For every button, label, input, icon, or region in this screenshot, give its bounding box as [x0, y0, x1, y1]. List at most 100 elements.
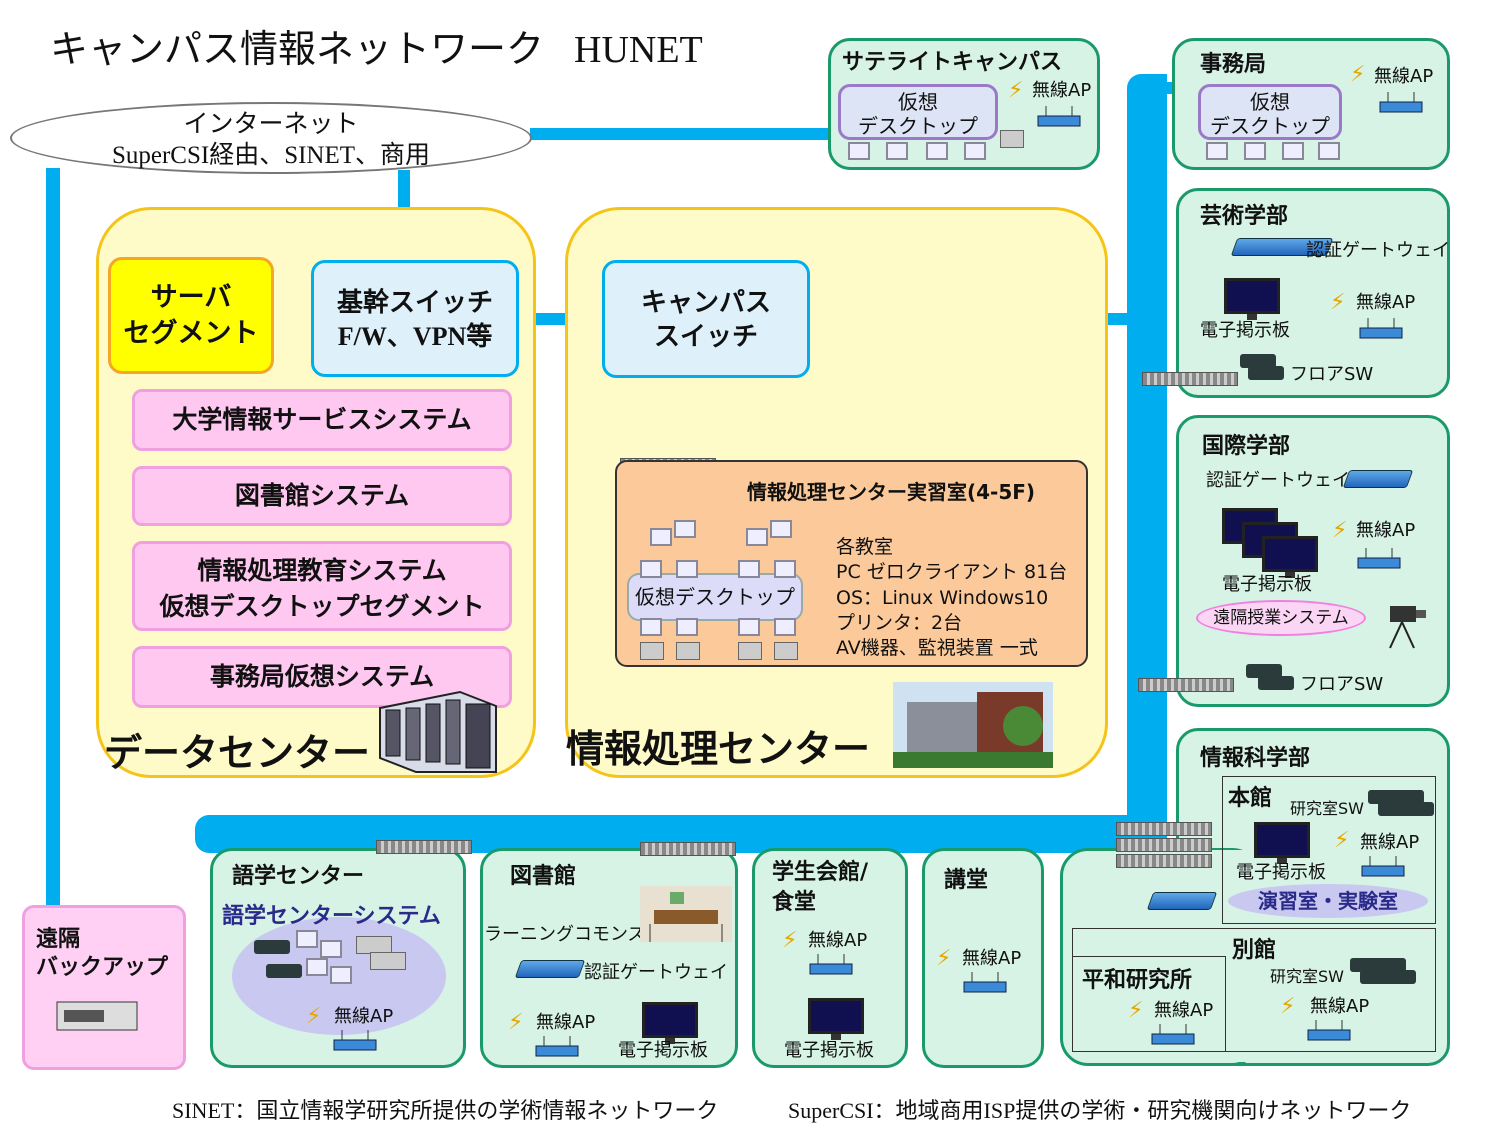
link-internet-backup — [46, 168, 60, 908]
library-ap-label: 無線AP — [536, 1012, 596, 1033]
annex-ap-label: 無線AP — [1310, 996, 1370, 1017]
system-education: 情報処理教育システム 仮想デスクトップセグメント — [132, 541, 512, 631]
pc-icon — [640, 618, 662, 636]
vd-line2: デスクトップ — [1210, 114, 1330, 138]
infosci-switch-icon — [1116, 838, 1212, 852]
lab-switch-icon — [1368, 790, 1424, 804]
digital-signage-icon — [1254, 822, 1310, 864]
printer-icon — [1000, 130, 1024, 148]
wireless-signal-icon: ⚡ — [306, 1004, 322, 1029]
campus-switch-line2: スイッチ — [653, 322, 758, 352]
wireless-signal-icon: ⚡ — [1332, 518, 1348, 543]
server-segment-line2: セグメント — [123, 318, 259, 349]
library-switch-icon — [640, 842, 736, 856]
office-title: 事務局 — [1200, 52, 1267, 77]
wireless-ap-icon — [1150, 1024, 1196, 1046]
lang-ap-label: 無線AP — [334, 1006, 394, 1027]
printer-icon — [676, 642, 700, 660]
lab-spec-printer: プリンタ：2台 — [836, 612, 963, 634]
lab-spec-av: AV機器、監視装置 一式 — [836, 637, 1038, 659]
lab-spec-os: OS：Linux Windows10 — [836, 587, 1049, 609]
vd-line1: 仮想 — [1250, 90, 1290, 114]
intl-title: 国際学部 — [1202, 434, 1291, 459]
lang-switch-icon — [376, 840, 472, 854]
campus-switch: キャンパス スイッチ — [602, 260, 810, 378]
art-switch-icon — [1142, 372, 1238, 386]
floor-switch-icon — [266, 964, 302, 978]
remote-backup-box — [22, 905, 186, 1070]
core-switch-line1: 基幹スイッチ — [336, 288, 493, 318]
library-title: 図書館 — [510, 864, 577, 889]
annex-labsw-label: 研究室SW — [1270, 967, 1344, 986]
digital-signage-icon — [808, 998, 864, 1040]
pc-icon — [774, 618, 796, 636]
info-center-label: 情報処理センター — [566, 727, 871, 771]
pc-icon — [738, 618, 760, 636]
lab-spec-rooms: 各教室 — [836, 536, 894, 558]
hall-title: 講堂 — [944, 868, 989, 893]
system-university-info: 大学情報サービスシステム — [132, 389, 512, 451]
intl-board-label: 電子掲示板 — [1222, 574, 1312, 595]
lab-virtual-desktop: 仮想デスクトップ — [627, 573, 803, 621]
library-gw-label: 認証ゲートウェイ — [584, 962, 728, 983]
pc-icon — [1244, 142, 1266, 160]
student-title-line1: 学生会館/ — [772, 860, 869, 885]
main-board-label: 電子掲示板 — [1236, 862, 1326, 883]
intl-floorsw-label: フロアSW — [1300, 674, 1384, 695]
learning-commons-photo — [640, 886, 732, 942]
wireless-ap-icon — [962, 972, 1008, 994]
system-education-line2: 仮想デスクトップセグメント — [159, 592, 485, 621]
wireless-signal-icon: ⚡ — [1334, 828, 1350, 853]
annex-title: 別館 — [1232, 938, 1277, 963]
student-board-label: 電子掲示板 — [784, 1040, 874, 1061]
lab-spec-pc: PC ゼロクライアント 81台 — [836, 561, 1068, 583]
title-jp: キャンパス情報ネットワーク — [50, 27, 545, 71]
intl-gw-label: 認証ゲートウェイ — [1206, 470, 1350, 491]
printer-icon — [738, 642, 762, 660]
server-icon — [370, 952, 406, 970]
art-title: 芸術学部 — [1200, 204, 1289, 229]
main-building-title: 本館 — [1228, 786, 1273, 811]
lab-switch-icon — [1350, 958, 1406, 972]
infosci-switch-icon — [1116, 822, 1212, 836]
infosci-title: 情報科学部 — [1200, 746, 1311, 771]
main-ap-label: 無線AP — [1360, 832, 1420, 853]
wireless-signal-icon: ⚡ — [1330, 290, 1346, 315]
wireless-ap-icon — [808, 954, 854, 976]
printer-icon — [774, 642, 798, 660]
peace-institute-frame — [1072, 956, 1226, 1052]
east-backbone — [1127, 74, 1167, 844]
server-segment: サーバ セグメント — [108, 257, 274, 374]
auth-gateway-icon — [514, 960, 586, 978]
link-internet-satellite — [530, 128, 830, 140]
system-library: 図書館システム — [132, 466, 512, 526]
satellite-title: サテライトキャンパス — [842, 50, 1063, 75]
pc-icon — [320, 940, 342, 958]
pc-icon — [774, 560, 796, 578]
vd-line1: 仮想 — [898, 90, 938, 114]
backup-server-icon — [56, 1001, 138, 1031]
pc-icon — [330, 966, 352, 984]
pc-icon — [886, 142, 908, 160]
remote-lecture-system: 遠隔授業システム — [1196, 600, 1366, 636]
internet-providers: SuperCSI経由、SINET、商用 — [111, 142, 431, 169]
title-en: HUNET — [574, 29, 703, 71]
floor-switch-icon — [1246, 664, 1282, 678]
wireless-signal-icon: ⚡ — [1128, 998, 1144, 1023]
core-switch: 基幹スイッチ F/W、VPN等 — [311, 260, 519, 377]
pc-icon — [926, 142, 948, 160]
wireless-signal-icon: ⚡ — [782, 928, 798, 953]
pc-icon — [1318, 142, 1340, 160]
digital-signage-icon — [1224, 278, 1280, 320]
wireless-signal-icon: ⚡ — [1350, 62, 1366, 87]
hall-ap-label: 無線AP — [962, 948, 1022, 969]
pc-icon — [640, 560, 662, 578]
lab-switch-icon — [1360, 970, 1416, 984]
backup-line1: 遠隔 — [36, 927, 81, 952]
exercise-lab-rooms: 演習室・実験室 — [1228, 884, 1428, 918]
footer-sinet: SINET：国立情報学研究所提供の学術情報ネットワーク — [172, 1098, 719, 1123]
footer-supercsi: SuperCSI：地域商用ISP提供の学術・研究機関向けネットワーク — [788, 1098, 1412, 1123]
pc-icon — [738, 560, 760, 578]
art-faculty-box — [1176, 188, 1450, 398]
pc-icon — [1206, 142, 1228, 160]
